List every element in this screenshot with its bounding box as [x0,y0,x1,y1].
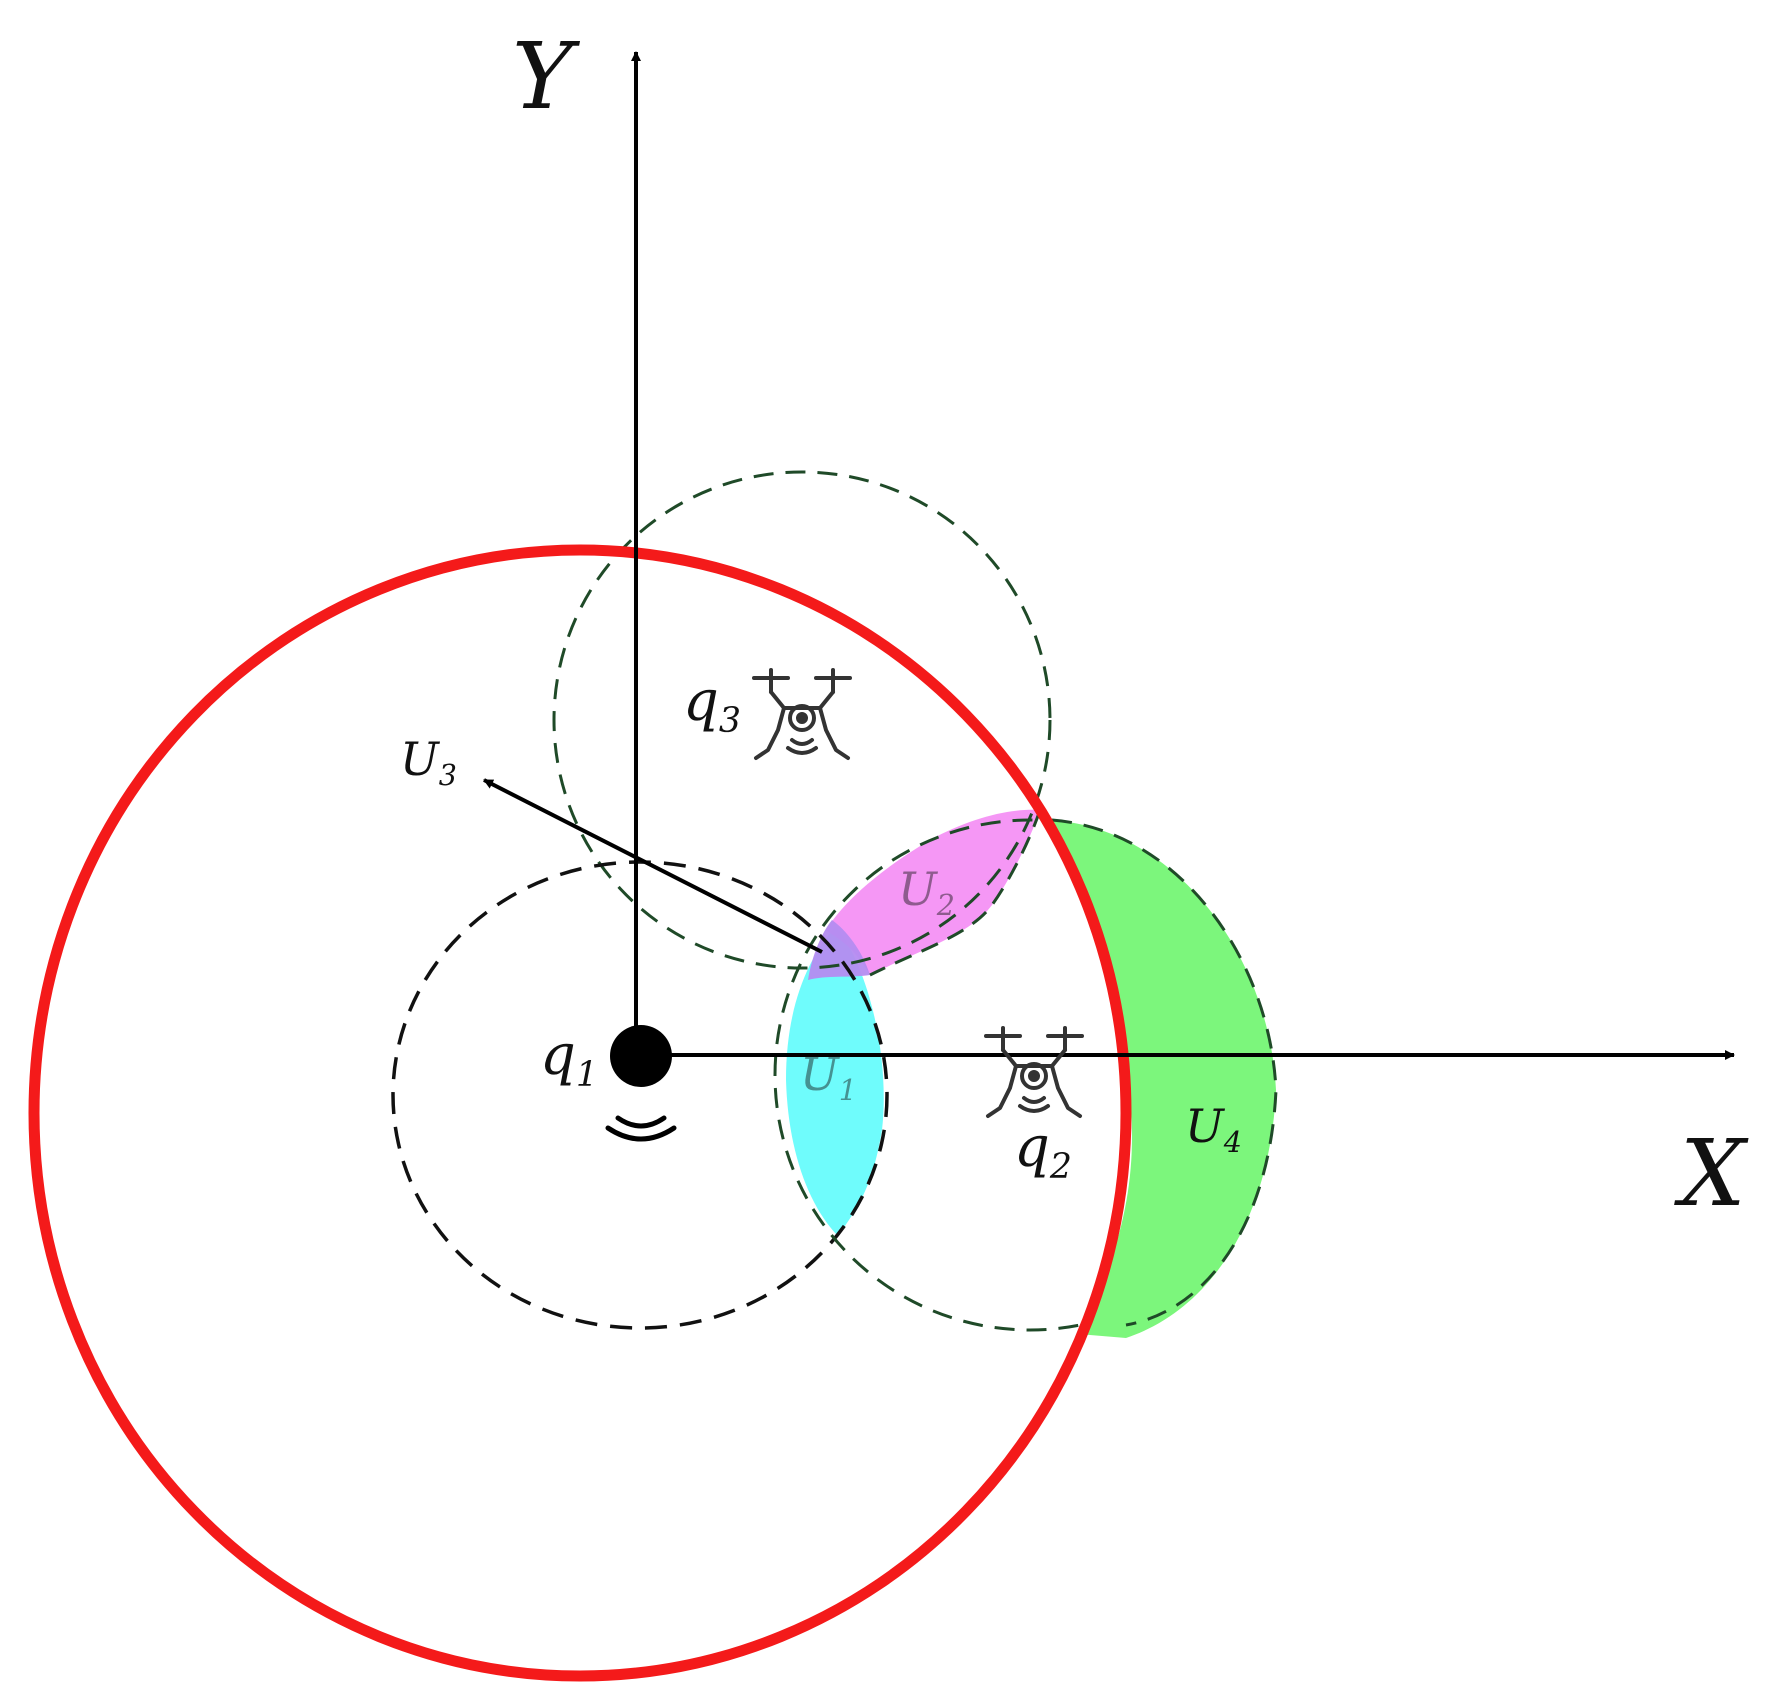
region-u2-fill [826,809,1040,975]
u4-dashed-boundary [1051,818,1278,1327]
y-axis-label: Y [512,23,581,130]
region-u1-fill [786,926,884,1236]
q1-label: q1 [540,1023,598,1095]
u3-label: U3 [400,732,457,792]
q2-range-circle [773,818,1126,1332]
drone-icon [984,1026,1084,1118]
q3-range-circle [552,470,1052,970]
q1-point [610,1025,672,1087]
u2-label: U2 [898,862,955,922]
radio-signal-icon [605,1115,677,1142]
q3-label: q3 [683,669,741,741]
u1-label: U1 [800,1047,857,1107]
drone-icon [752,668,852,760]
q2-label: q2 [1014,1115,1072,1187]
region-overlap-fill [808,920,870,980]
u3-direction-arrow [483,778,823,954]
outer-coverage-circle [28,544,1132,1682]
u2-dashed-boundary [869,809,1042,977]
q1-range-circle [391,860,889,1330]
u4-label: U4 [1185,1099,1242,1159]
x-axis-label: X [1674,1120,1749,1227]
